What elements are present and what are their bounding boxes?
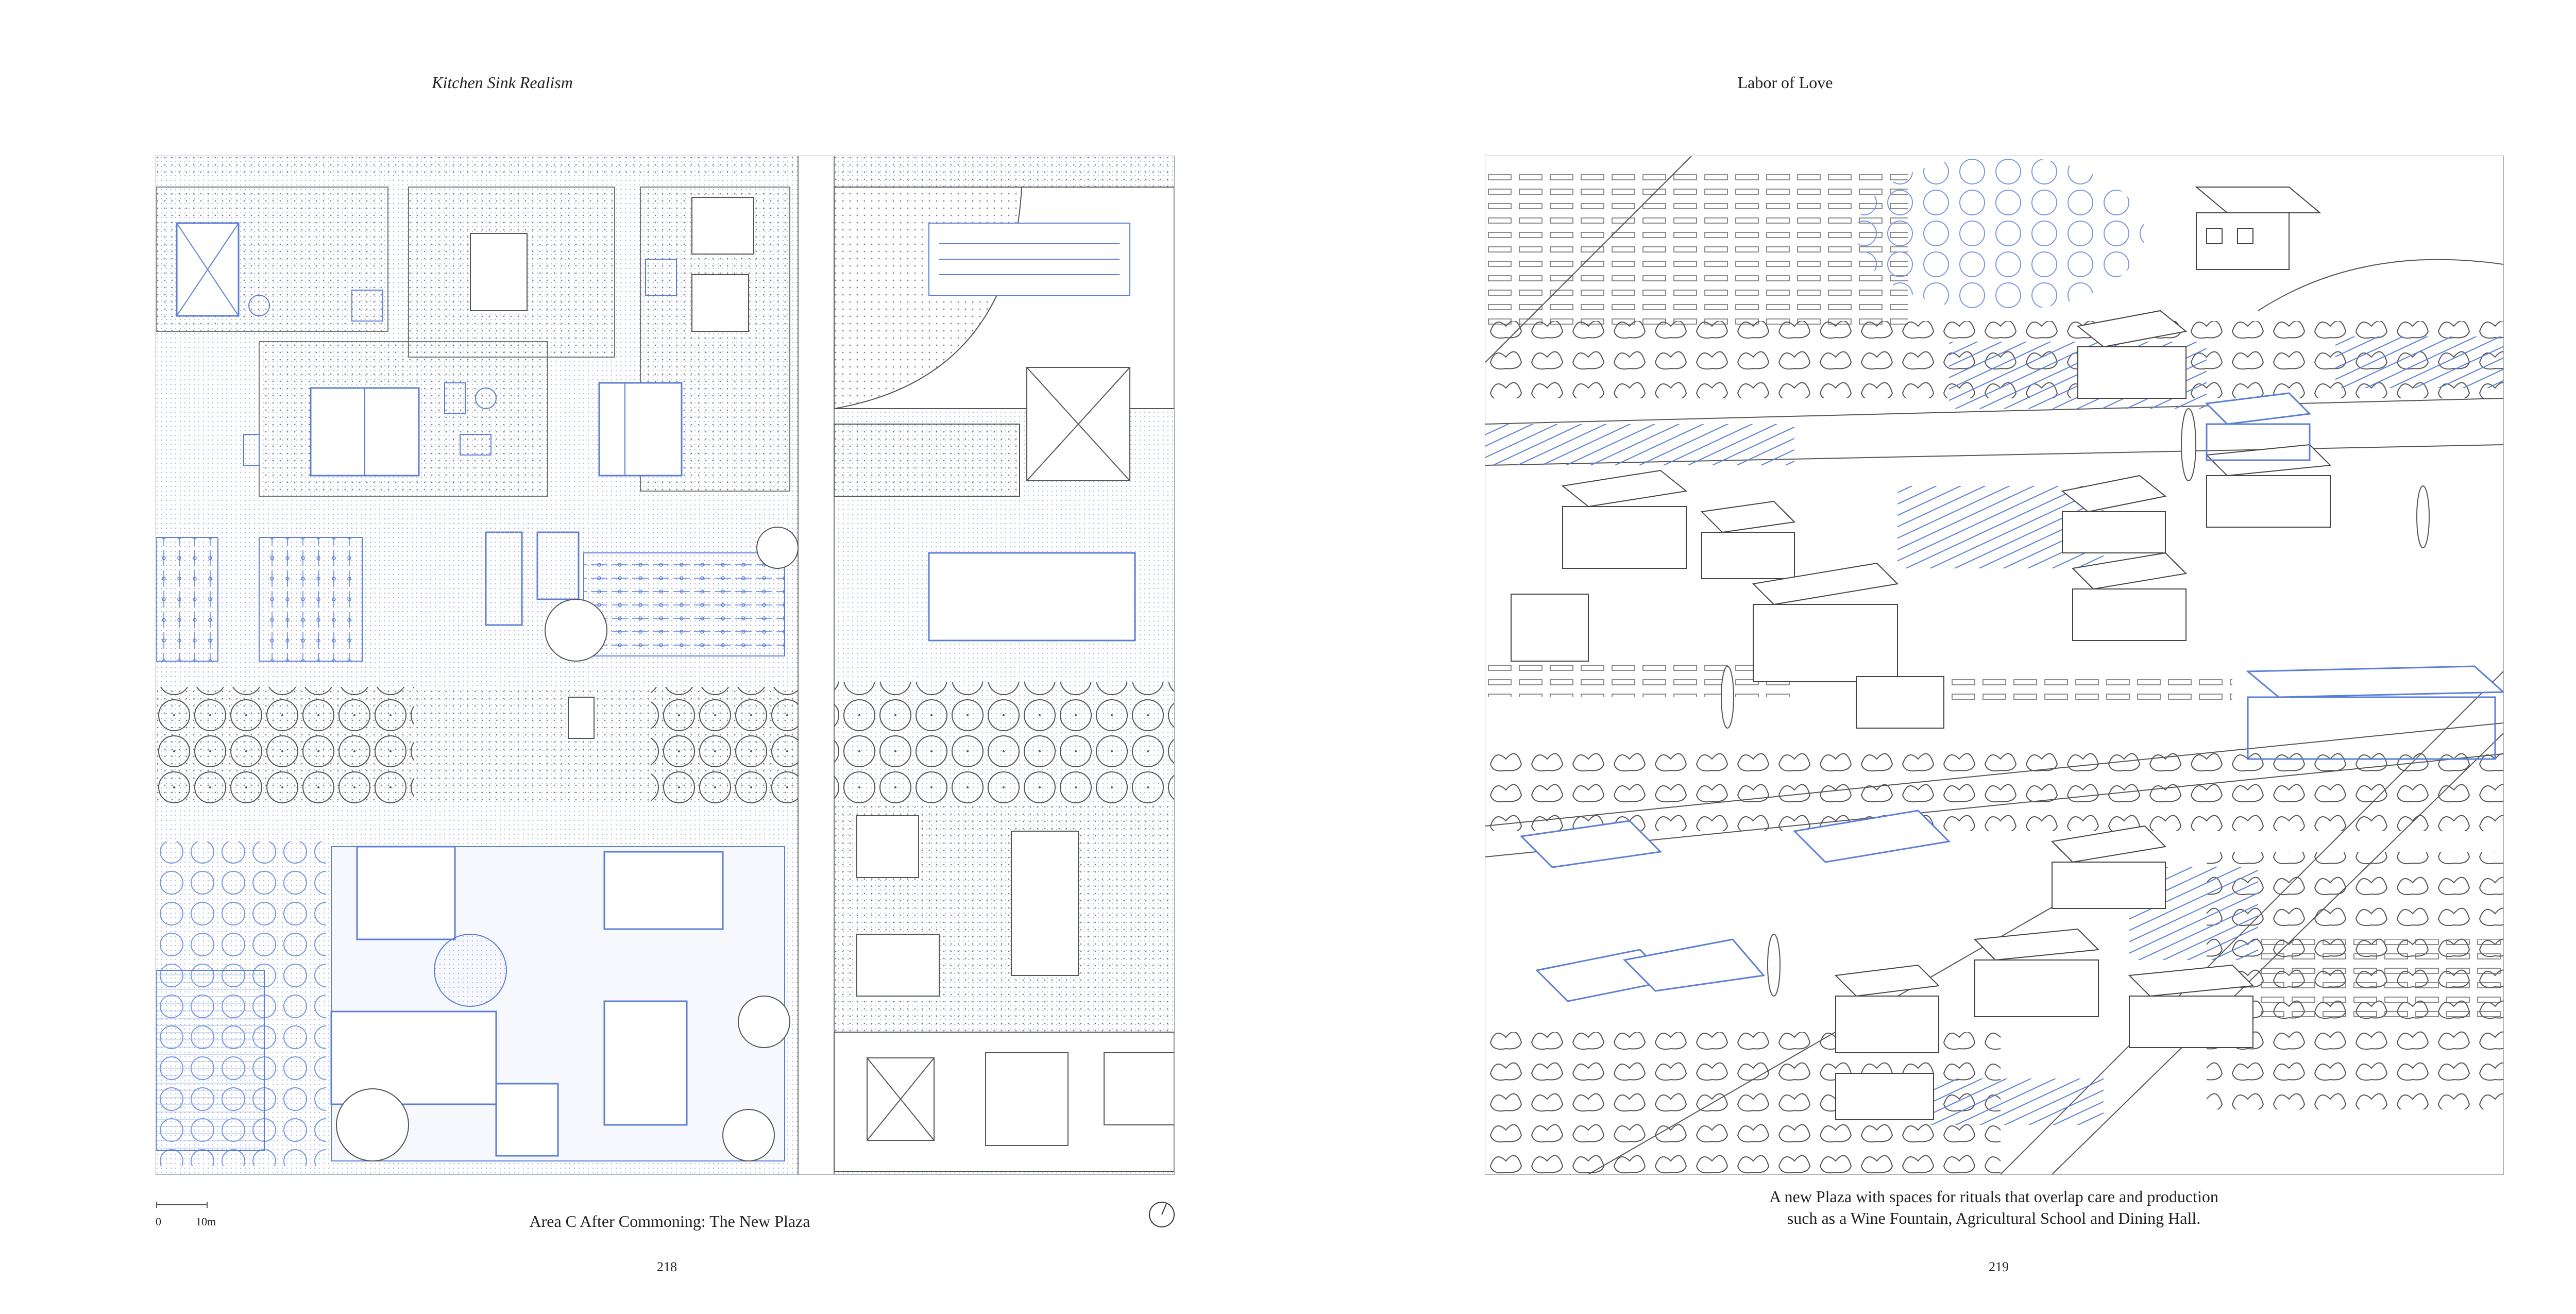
site-plan-drawing: [156, 156, 1175, 1175]
north-arrow-icon: [1149, 1202, 1175, 1227]
running-head-right: Labor of Love: [1737, 73, 1833, 92]
left-caption: Area C After Commoning: The New Plaza: [529, 1212, 810, 1231]
site-plan-svg: [156, 156, 1174, 1174]
right-caption-line-2: such as a Wine Fountain, Agricultural Sc…: [1787, 1209, 2201, 1227]
running-head-left: Kitchen Sink Realism: [432, 73, 573, 92]
scale-bar-end-label: 10m: [196, 1215, 216, 1228]
right-page: Labor of Love: [1314, 0, 2576, 1314]
scale-bar: 0 10m: [156, 1200, 216, 1228]
right-page-number: 219: [1989, 1259, 2009, 1274]
right-caption-line-1: A new Plaza with spaces for rituals that…: [1769, 1187, 2218, 1206]
axonometric-drawing: [1485, 156, 2504, 1175]
left-page-number: 218: [657, 1259, 677, 1274]
scale-bar-graphic: [156, 1202, 208, 1208]
axonometric-svg: [1485, 156, 2503, 1174]
scale-bar-start-label: 0: [156, 1215, 161, 1228]
left-page: Kitchen Sink Realism: [156, 73, 1175, 1274]
